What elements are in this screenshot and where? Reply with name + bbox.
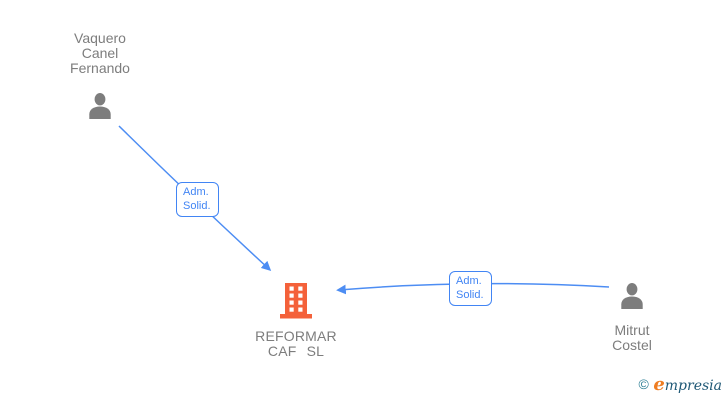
company-node-reformar-caf-sl[interactable]: REFORMAR CAF SL xyxy=(234,283,358,358)
brand-wordmark: empresia xyxy=(653,374,722,395)
company-name-line: CAF SL xyxy=(267,342,325,359)
edge-label-adm-solid: Adm. Solid. xyxy=(449,271,492,306)
company-name: REFORMAR CAF SL xyxy=(255,329,337,358)
person-icon xyxy=(617,283,647,314)
person-name-line: Costel xyxy=(612,337,652,353)
edge-label-line: Adm. xyxy=(183,186,209,198)
empresia-logo[interactable]: © empresia xyxy=(639,374,722,395)
edge-label-line: Solid. xyxy=(183,200,211,212)
person-node-vaquero-canel-fernando[interactable]: Vaquero Canel Fernando xyxy=(38,31,162,124)
person-node-mitrut-costel[interactable]: Mitrut Costel xyxy=(570,283,694,353)
edge-label-adm-solid: Adm. Solid. xyxy=(176,182,219,217)
building-icon xyxy=(280,283,312,324)
person-name-line: Vaquero xyxy=(74,30,126,46)
brand-initial: e xyxy=(653,374,665,395)
brand-rest: mpresia xyxy=(664,378,722,394)
edge-label-line: Adm. xyxy=(456,275,482,287)
edge-label-line: Solid. xyxy=(456,289,484,301)
person-name-line: Fernando xyxy=(70,60,130,76)
person-name: Mitrut Costel xyxy=(612,323,652,353)
company-name-line: REFORMAR xyxy=(255,328,337,344)
person-name-line: Mitrut xyxy=(614,322,650,338)
person-icon xyxy=(85,93,115,124)
person-name-line: Canel xyxy=(81,45,119,61)
copyright-icon: © xyxy=(638,376,649,392)
person-name: Vaquero Canel Fernando xyxy=(70,31,130,76)
